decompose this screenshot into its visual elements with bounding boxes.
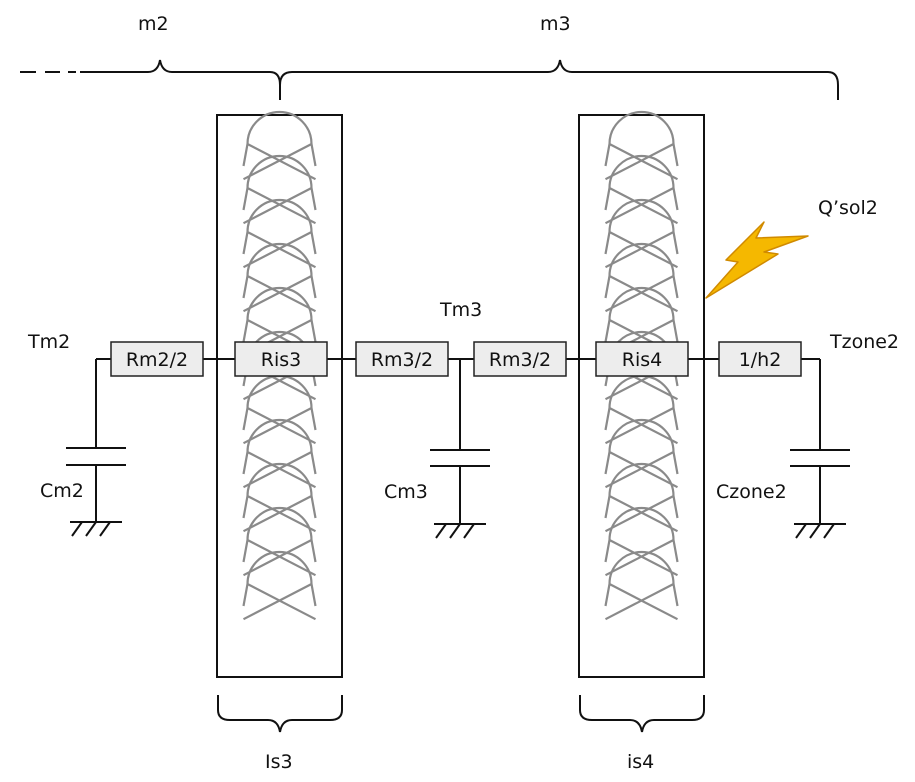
label-is4: is4	[627, 751, 654, 773]
resistor-inv-h2: 1/h2	[718, 341, 802, 377]
label-tzone2: Tzone2	[829, 331, 899, 353]
label-tm2: Tm2	[27, 331, 70, 353]
resistor-label: 1/h2	[739, 349, 782, 371]
label-czone2: Czone2	[716, 481, 787, 503]
ground-icon	[434, 523, 486, 539]
lightning-bolt-icon	[705, 221, 809, 299]
capacitor-icon	[790, 449, 850, 467]
label-cm2: Cm2	[40, 480, 84, 502]
label-qsol2: Q’sol2	[818, 197, 878, 219]
label-cm3: Cm3	[384, 481, 428, 503]
brace-is4	[579, 695, 705, 733]
resistor-label: Ris4	[622, 349, 662, 371]
label-tm3: Tm3	[439, 299, 482, 321]
resistor-rm2-half: Rm2/2	[110, 341, 204, 377]
label-m3: m3	[540, 13, 571, 35]
ground-icon	[794, 523, 846, 539]
capacitor-icon	[430, 449, 490, 467]
insulation-panel-is3	[216, 114, 343, 678]
resistor-label: Rm3/2	[371, 349, 433, 371]
brace-m2	[80, 59, 281, 100]
brace-is3	[217, 695, 343, 733]
resistor-ris4: Ris4	[595, 341, 689, 377]
resistor-ris3: Ris3	[234, 341, 328, 377]
resistor-label: Rm3/2	[489, 349, 551, 371]
brace-m3	[279, 59, 839, 100]
resistor-label: Ris3	[261, 349, 301, 371]
ground-icon	[70, 521, 122, 537]
resistor-rm3-half-b: Rm3/2	[473, 341, 567, 377]
resistor-label: Rm2/2	[126, 349, 188, 371]
label-is3: Is3	[265, 751, 293, 773]
label-m2: m2	[138, 13, 169, 35]
insulation-panel-is4	[578, 114, 705, 678]
capacitor-icon	[66, 447, 126, 466]
resistor-rm3-half-a: Rm3/2	[355, 341, 449, 377]
